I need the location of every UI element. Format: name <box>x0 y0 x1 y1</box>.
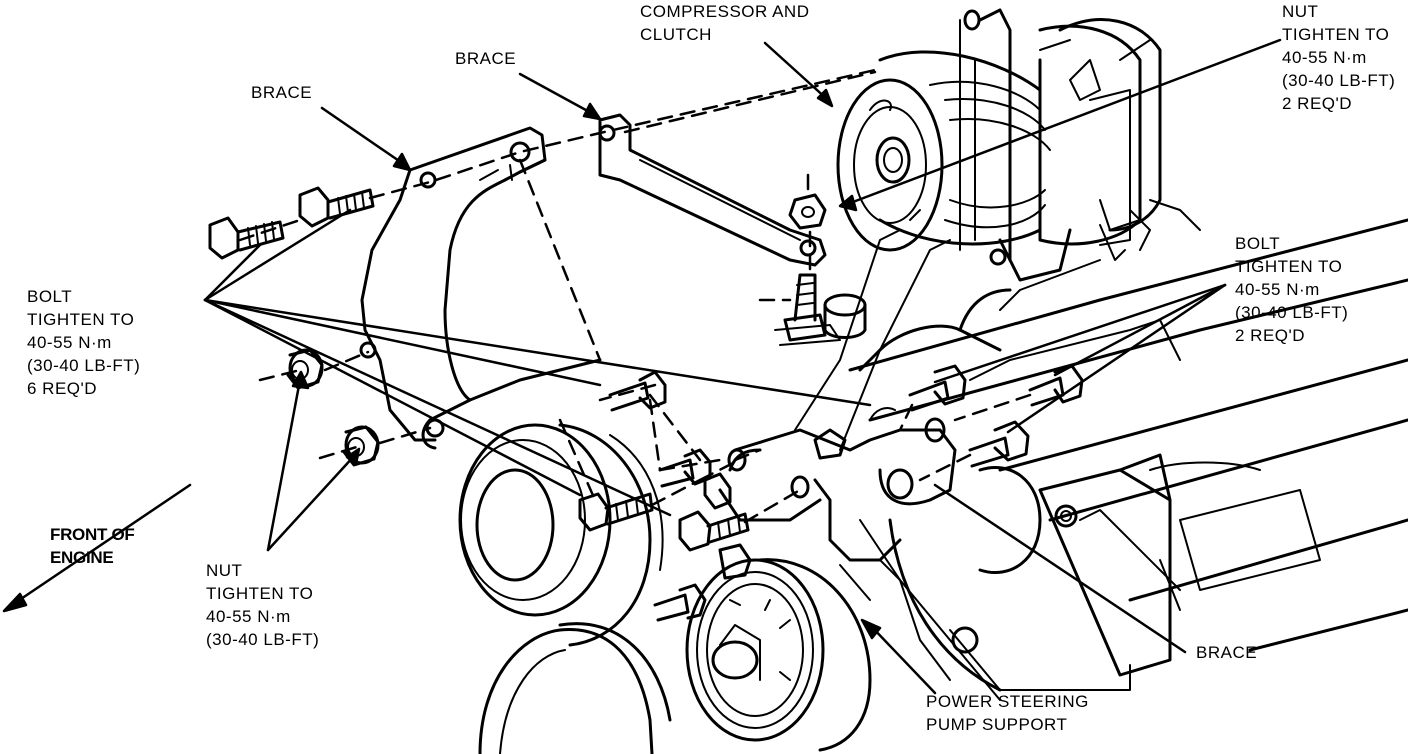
label-front-of-engine: FRONT OF ENGINE <box>50 525 135 567</box>
compressor-and-clutch <box>836 8 1201 282</box>
label-bolt-right: BOLT TIGHTEN TO 40-55 N·m (30-40 LB-FT) … <box>1235 234 1349 345</box>
bolt-center-6 <box>653 583 707 622</box>
label-power-steering-pump-support: POWER STEERING PUMP SUPPORT <box>926 692 1089 734</box>
bolt-center-7 <box>718 543 752 580</box>
bolt-right-1 <box>908 364 967 412</box>
assembly-dash-lines <box>238 68 1032 524</box>
brace-center-strap <box>598 113 827 267</box>
bolt-center-3 <box>703 472 732 510</box>
bolt-center-1 <box>608 370 667 412</box>
crank-pulley-lower <box>478 622 672 754</box>
label-bolt-left: BOLT TIGHTEN TO 40-55 N·m (30-40 LB-FT) … <box>27 287 141 398</box>
stud-center <box>813 428 847 460</box>
bolt-center-2 <box>658 448 712 488</box>
bolt-top-left-2 <box>298 186 375 228</box>
brace-left-plate <box>359 126 602 450</box>
leader-lines <box>2 38 1282 695</box>
bolt-vertical-center <box>774 273 841 346</box>
label-brace-bottom-right: BRACE <box>1196 643 1258 662</box>
label-compressor-and-clutch: COMPRESSOR AND CLUTCH <box>640 2 810 44</box>
crank-pulley-upper <box>458 423 664 647</box>
label-nut-bottom: NUT TIGHTEN TO 40-55 N·m (30-40 LB-FT) <box>206 561 320 649</box>
power-steering-pulley <box>685 558 872 752</box>
bolt-right-3 <box>968 420 1030 468</box>
label-nut-top-right: NUT TIGHTEN TO 40-55 N·m (30-40 LB-FT) 2… <box>1282 2 1396 113</box>
engine-block <box>848 218 1408 701</box>
bolt-center-4 <box>578 492 654 532</box>
label-brace-top-center: BRACE <box>455 49 517 68</box>
nut-compressor-strap <box>788 193 827 230</box>
label-brace-top-left: BRACE <box>251 83 313 102</box>
boss-center <box>823 293 867 339</box>
